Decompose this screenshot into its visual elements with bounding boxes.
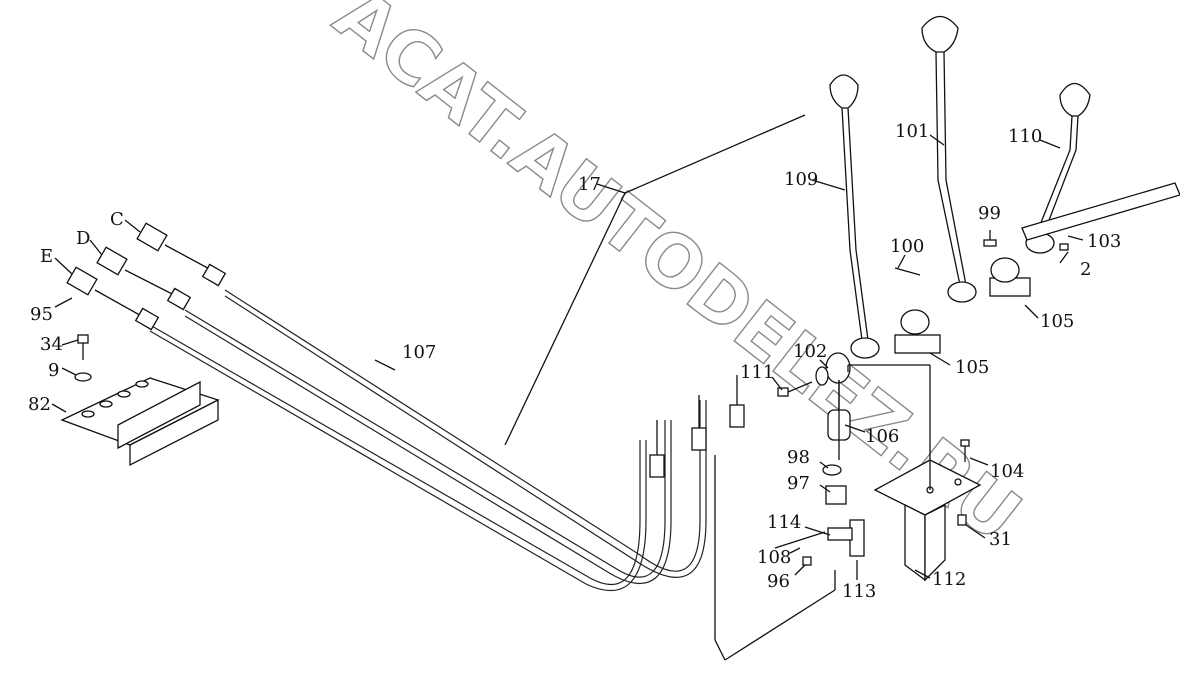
cable-end-d [96, 246, 192, 311]
label-17: 17 [578, 174, 601, 195]
label-112: 112 [932, 569, 966, 590]
label-113: 113 [842, 581, 876, 602]
label-34: 34 [40, 334, 63, 355]
lever-109 [829, 74, 880, 359]
label-97: 97 [787, 473, 810, 494]
bolt-34 [77, 334, 89, 360]
pillow-block-105-lower [894, 309, 941, 354]
label-95: 95 [30, 304, 53, 325]
bracket-82 [60, 377, 220, 467]
bolt-111 [777, 381, 813, 397]
part-labels: 17 109 101 110 99 103 100 2 105 105 102 … [28, 121, 1121, 602]
label-104: 104 [990, 461, 1024, 482]
label-105-lower: 105 [955, 357, 989, 378]
label-114: 114 [767, 512, 801, 533]
bolt-108 [774, 531, 826, 549]
label-82: 82 [28, 394, 51, 415]
cable-assembly-107 [149, 289, 707, 592]
label-31: 31 [989, 529, 1012, 550]
label-c: C [110, 209, 124, 230]
yoke-113 [827, 519, 865, 557]
block-97 [825, 485, 847, 505]
label-109: 109 [784, 169, 818, 190]
label-e: E [40, 246, 53, 267]
label-100: 100 [890, 236, 924, 257]
bracket-112 [873, 459, 982, 582]
label-108: 108 [757, 547, 791, 568]
label-106: 106 [865, 426, 899, 447]
label-110: 110 [1008, 126, 1042, 147]
label-99: 99 [978, 203, 1001, 224]
bolt-99 [983, 230, 997, 247]
cable-end-e [66, 266, 160, 331]
label-96: 96 [767, 571, 790, 592]
pillow-block-105-upper [989, 257, 1031, 297]
nut-96 [802, 556, 812, 566]
cable-fittings-right [649, 375, 745, 478]
bolt-104 [960, 439, 970, 462]
label-2: 2 [1080, 259, 1091, 280]
lever-101 [921, 15, 977, 303]
pin-100 [894, 267, 921, 276]
washer-9 [74, 372, 92, 382]
leader-lines [51, 114, 1084, 661]
bolt-31 [957, 514, 967, 526]
label-105-upper: 105 [1040, 311, 1074, 332]
label-111: 111 [740, 362, 774, 383]
label-103: 103 [1087, 231, 1121, 252]
bushing-102 [815, 352, 851, 386]
bolt-2 [1059, 243, 1069, 251]
label-9: 9 [48, 360, 59, 381]
label-101: 101 [895, 121, 929, 142]
shaft-103 [1021, 182, 1180, 241]
label-107: 107 [402, 342, 436, 363]
label-d: D [76, 228, 90, 249]
label-102: 102 [793, 341, 827, 362]
cable-end-c [136, 222, 227, 287]
label-98: 98 [787, 447, 810, 468]
